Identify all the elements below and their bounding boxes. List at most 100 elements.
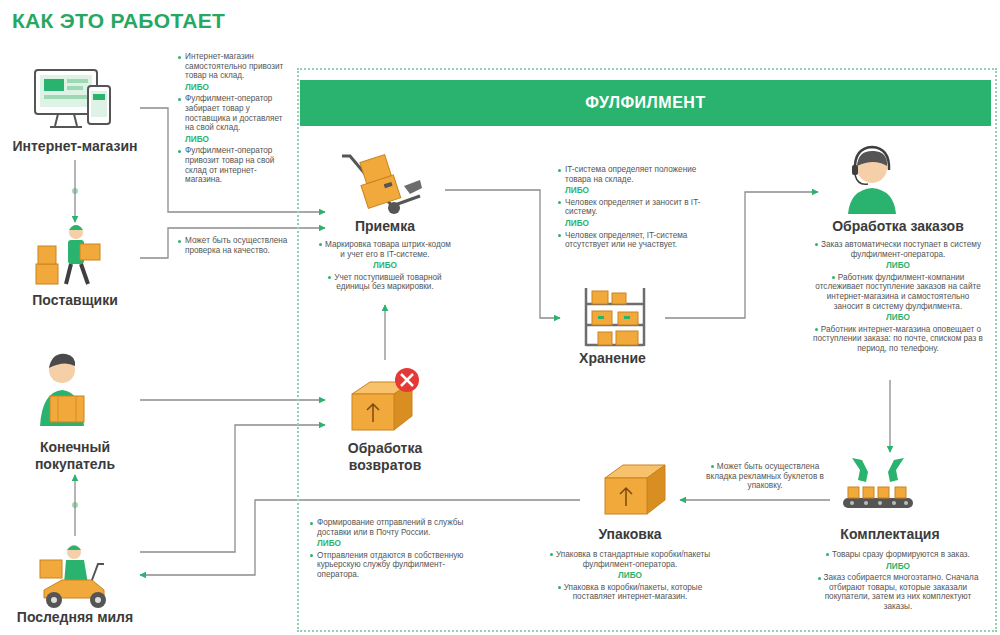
note-text: Учет поступившей товарной единицы без ма…	[318, 273, 452, 292]
picking-icon-part	[843, 498, 913, 508]
note-text: IT-система определяет положение товара н…	[558, 165, 708, 184]
flow-connector	[680, 499, 830, 500]
note-text: Отправления отдаются в собственную курье…	[310, 551, 482, 580]
picking-icon-part	[895, 487, 906, 498]
picking-icon-part	[848, 487, 859, 498]
note-group: Интернет-магазин самостоятельно привозит…	[178, 52, 290, 187]
picking-icon-part	[850, 501, 854, 505]
flow-connector	[140, 425, 325, 552]
or-separator: ЛИБО	[545, 571, 715, 581]
storage-rack-icon-part	[598, 316, 604, 319]
note-text: Упаковка в коробки/пакеты, которые поста…	[545, 583, 715, 602]
station-label: Упаковка	[580, 526, 680, 543]
note-text: Товары сразу формируются в заказ.	[812, 550, 984, 560]
flow-connector	[74, 475, 75, 536]
note-text: Упаковка в стандартные коробки/пакеты фу…	[545, 550, 715, 569]
note-text: Человек определяет, IT-система отсутству…	[558, 231, 708, 250]
hand-truck-icon-part	[354, 154, 401, 208]
note-group: Упаковка в стандартные коробки/пакеты фу…	[545, 550, 715, 604]
station-label: Приемка	[325, 218, 445, 235]
courier-icon-part	[92, 564, 104, 580]
station-label: Комплектация	[830, 526, 950, 543]
shop-icon-part	[44, 95, 88, 99]
courier-icon-part	[90, 592, 106, 608]
storage-rack-icon	[586, 288, 644, 346]
suppliers-icon-part	[69, 225, 83, 230]
flow-connector	[140, 228, 325, 258]
or-separator: ЛИБО	[558, 219, 708, 229]
storage-rack-icon-part	[598, 332, 612, 345]
actor-station: Интернет-магазин	[10, 62, 140, 160]
operator-icon	[848, 147, 896, 214]
station-label: Интернет-магазин	[10, 138, 140, 155]
actor-station: Поставщики	[10, 222, 140, 312]
suppliers-icon-part	[80, 244, 100, 260]
flow-connector	[665, 192, 818, 318]
courier-icon-part	[95, 597, 101, 603]
picking-icon-part	[878, 501, 882, 505]
or-separator: ЛИБО	[558, 186, 708, 196]
station-label: Последняя миля	[10, 609, 140, 626]
picking-icon	[843, 458, 913, 508]
or-separator: ЛИБО	[812, 313, 984, 323]
flow-connector	[140, 500, 580, 575]
picking-icon-part	[904, 501, 908, 505]
suppliers-icon	[36, 225, 100, 284]
flow-connector	[74, 160, 75, 222]
note-group: Заказ автоматически поступает в систему …	[812, 240, 984, 356]
hand-truck-icon-part	[388, 202, 400, 214]
flow-connector	[384, 305, 385, 360]
package-icon-part	[620, 488, 632, 506]
operator-icon-part	[855, 175, 868, 184]
package-icon-part	[647, 465, 665, 514]
note-group: Может быть осуществлена проверка на каче…	[178, 236, 290, 257]
or-separator: ЛИБО	[178, 83, 290, 93]
note-text: Интернет-магазин самостоятельно привозит…	[178, 52, 290, 81]
storage-rack-icon-part	[592, 311, 612, 325]
line-dot	[72, 502, 78, 508]
note-text: Формирование отправлений в службы достав…	[310, 518, 482, 537]
station-label: Поставщики	[10, 292, 140, 309]
hand-truck-icon-part-part	[384, 182, 393, 188]
operator-icon-part	[855, 147, 889, 170]
or-separator: ЛИБО	[812, 261, 984, 271]
diagram-title: КАК ЭТО РАБОТАЕТ	[12, 9, 225, 33]
customer-icon-part	[49, 354, 75, 368]
note-group: Товары сразу формируются в заказ.ЛИБОЗак…	[812, 550, 984, 614]
storage-rack-icon-part	[624, 316, 630, 319]
customer-icon-part	[50, 396, 84, 422]
station-label: Обработка возвратов	[325, 440, 445, 474]
or-separator: ЛИБО	[178, 135, 290, 145]
header-band: ФУЛФИЛМЕНТ	[300, 80, 991, 126]
flow-connector	[889, 380, 890, 452]
storage-rack-icon-part	[618, 312, 638, 325]
storage-rack-icon-part	[586, 288, 644, 346]
storage-rack-icon-part	[612, 293, 626, 304]
return-box-icon-part	[401, 374, 413, 386]
hand-truck-icon-part	[404, 180, 422, 194]
note-text: Заказ собирается многоэтапно. Сначала от…	[812, 573, 984, 611]
picking-icon-part	[892, 501, 896, 505]
process-station: Хранение	[560, 282, 665, 370]
station-label: Хранение	[560, 350, 665, 367]
courier-icon	[40, 545, 106, 608]
note-text: Заказ автоматически поступает в систему …	[812, 240, 984, 259]
package-icon-part	[605, 478, 647, 514]
picking-icon-part	[852, 458, 868, 482]
shop-icon-part	[93, 94, 105, 100]
or-separator: ЛИБО	[310, 539, 482, 549]
storage-rack-icon-part	[616, 331, 638, 345]
suppliers-icon-part	[66, 264, 88, 284]
note-group: IT-система определяет положение товара н…	[558, 165, 708, 252]
flow-connector	[445, 190, 560, 318]
note-text: Фулфилмент-оператор забирает товар у пос…	[178, 94, 290, 132]
operator-icon-part	[848, 188, 896, 214]
suppliers-icon-part	[69, 225, 83, 239]
courier-icon-part	[46, 592, 62, 608]
package-icon	[605, 465, 665, 514]
shop-icon-part	[67, 86, 83, 90]
shop-icon-part	[88, 86, 110, 124]
picking-icon-part	[888, 458, 904, 482]
return-box-icon	[352, 368, 419, 430]
picking-icon-part	[863, 487, 874, 498]
